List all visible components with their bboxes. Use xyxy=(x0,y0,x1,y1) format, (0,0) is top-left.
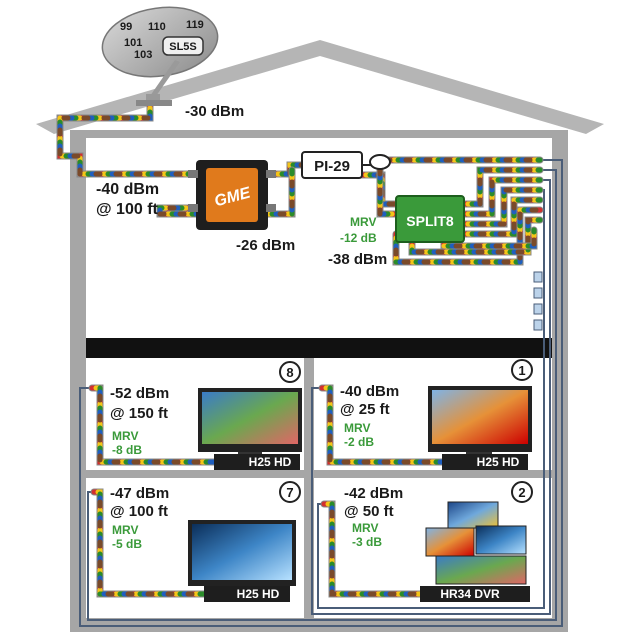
room-divider-vertical xyxy=(304,358,314,618)
room-2: 2 -42 dBm @ 50 ft MRV -3 dB HR34 DVR xyxy=(344,481,533,602)
sat-label-99: 99 xyxy=(120,21,132,33)
room-7: 7 -47 dBm @ 100 ft MRV -5 dB H25 HD xyxy=(110,481,301,602)
coax-room-2 xyxy=(320,500,424,598)
splitter-body xyxy=(395,195,465,243)
room-divider-horizontal-right xyxy=(314,470,552,478)
room-1-number: 1 xyxy=(518,363,525,378)
amplifier: GME xyxy=(188,160,276,230)
room-8: 8 -52 dBm @ 150 ft MRV -8 dB H25 HD xyxy=(110,361,302,470)
room-8-mrv-value: -8 dB xyxy=(112,443,142,457)
room-1-badge xyxy=(511,359,533,381)
coax-splitter-out-7 xyxy=(408,216,544,256)
signal-at-dish: -30 dBm xyxy=(185,103,244,120)
house-wall-left xyxy=(70,130,86,632)
pi29-label: PI-29 xyxy=(314,158,350,175)
room-divider-horizontal-left xyxy=(86,470,304,478)
sat-label-103: 103 xyxy=(134,49,152,61)
lnb-box xyxy=(162,36,204,56)
coax-splitter-out-8 xyxy=(440,226,538,250)
room-2-screen-stack-left xyxy=(425,527,475,557)
room-8-badge xyxy=(279,361,301,383)
room-1-mrv-value: -2 dB xyxy=(344,435,374,449)
room-8-receiver-label: H25 HD xyxy=(249,455,292,469)
coax-room-7 xyxy=(90,488,208,598)
room-2-mrv-value: -3 dB xyxy=(352,535,382,549)
amp-port-r2 xyxy=(266,204,276,212)
amp-input-level-line1: -40 dBm xyxy=(96,181,159,198)
amp-port-l2 xyxy=(188,204,198,212)
coax-splitter-out-1 xyxy=(376,156,544,218)
sat-label-110: 110 xyxy=(148,21,166,33)
room-7-level-line1: -47 dBm xyxy=(110,485,169,502)
room-7-number: 7 xyxy=(286,485,293,500)
coax-splitter-out-5 xyxy=(460,196,544,238)
room-8-level-line2: @ 150 ft xyxy=(110,405,168,422)
dish-model-label: SL5S xyxy=(169,41,197,53)
amp-port-l1 xyxy=(188,170,198,178)
room-8-number: 8 xyxy=(286,365,293,380)
amp-face xyxy=(206,168,258,222)
room-7-badge xyxy=(279,481,301,503)
room-1-receiver-box xyxy=(442,454,528,470)
wall-plates xyxy=(533,271,543,331)
room-2-badge xyxy=(511,481,533,503)
dish-mount xyxy=(136,100,172,106)
room-2-screen-stack-bottom xyxy=(435,555,527,585)
floor-divider xyxy=(86,338,552,358)
house-ceiling-attic xyxy=(70,130,568,138)
room-7-mrv-label: MRV xyxy=(112,523,138,537)
room-1-level-line1: -40 dBm xyxy=(340,383,399,400)
room-2-screen-stack-right xyxy=(475,525,527,555)
coax-amp-to-pi29 xyxy=(270,161,306,178)
room-1-mrv-label: MRV xyxy=(344,421,370,435)
coax-room-8 xyxy=(88,384,218,466)
dish-arm xyxy=(150,60,180,96)
room-8-receiver-box xyxy=(214,454,300,470)
amp-input-level-line2: @ 100 ft xyxy=(96,201,159,218)
splitter-label: SPLIT8 xyxy=(406,213,454,229)
room-7-level-line2: @ 100 ft xyxy=(110,503,168,520)
house-wall-right xyxy=(552,130,568,632)
splitter-mrv-label: MRV xyxy=(350,215,376,229)
room-7-receiver-label: H25 HD xyxy=(237,587,280,601)
splitter-output-level: -38 dBm xyxy=(328,251,387,268)
pi29-power-plug xyxy=(369,154,391,170)
coax-splitter-out-6 xyxy=(392,206,544,266)
coax-splitter-out-2 xyxy=(460,166,544,208)
room-7-receiver-box xyxy=(204,586,290,602)
coax-cables xyxy=(56,100,544,598)
room-8-tv-screen xyxy=(202,392,298,444)
room-1-level-line2: @ 25 ft xyxy=(340,401,390,418)
sat-label-101: 101 xyxy=(124,37,142,49)
coax-room-1 xyxy=(318,384,446,466)
coax-dish-to-amp xyxy=(56,100,194,178)
room-2-mrv-label: MRV xyxy=(352,521,378,535)
room-1-tv-screen xyxy=(432,390,528,444)
satellite-dish: 99 110 119 101 103 SL5S xyxy=(101,6,219,106)
room-2-screen-stack-back xyxy=(447,501,499,529)
room-1-receiver-label: H25 HD xyxy=(477,455,520,469)
room-7-mrv-value: -5 dB xyxy=(112,537,142,551)
coax-splitter-out-4 xyxy=(460,186,544,228)
sat-label-119: 119 xyxy=(186,19,204,31)
room-2-number: 2 xyxy=(518,485,525,500)
dish-mast xyxy=(146,94,160,104)
room-2-receiver-box xyxy=(420,586,530,602)
room-8-mrv-label: MRV xyxy=(112,429,138,443)
amp-port-r1 xyxy=(266,170,276,178)
room-2-level-line1: -42 dBm xyxy=(344,485,403,502)
amp-output-level: -26 dBm xyxy=(236,237,295,254)
power-inserter: PI-29 xyxy=(301,151,391,179)
room-2-receiver-label: HR34 DVR xyxy=(440,587,500,601)
coax-splitter-out-3 xyxy=(460,176,544,218)
room-1: 1 -40 dBm @ 25 ft MRV -2 dB H25 HD xyxy=(340,359,533,470)
room-7-tv-screen xyxy=(192,524,292,580)
room-2-level-line2: @ 50 ft xyxy=(344,503,394,520)
splitter: SPLIT8 xyxy=(395,195,465,243)
splitter-mrv-value: -12 dB xyxy=(340,231,377,245)
room-8-level-line1: -52 dBm xyxy=(110,385,169,402)
